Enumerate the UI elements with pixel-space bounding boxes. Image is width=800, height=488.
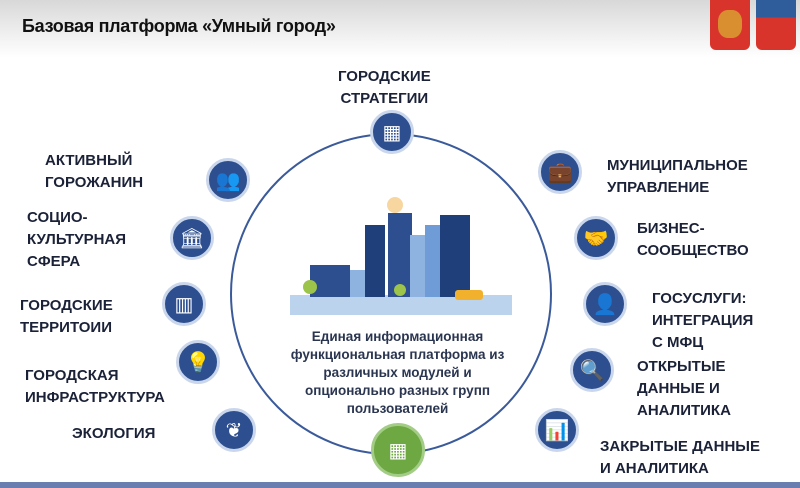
briefcase-icon[interactable]: 💼 [538,150,582,194]
bottom-bar [0,482,800,488]
header [0,0,800,58]
page-title: Базовая платформа «Умный город» [22,16,336,36]
label-open-data: ОТКРЫТЫЕ ДАННЫЕ И АНАЛИТИКА [637,358,731,419]
citizens-icon[interactable]: 👥 [206,158,250,202]
data-search-icon[interactable]: 🔍 [570,348,614,392]
label-infrastructure: ГОРОДСКАЯ ИНФРАСТРУКТУРА [25,367,165,406]
center-description: Единая информационная функциональная пла… [290,329,505,416]
museum-icon[interactable]: 🏛 [170,216,214,260]
label-business: БИЗНЕС- СООБЩЕСТВО [637,220,749,259]
label-municipal: МУНИЦИПАЛЬНОЕ УПРАВЛЕНИЕ [607,157,748,196]
label-sociocultural: СОЦИО- КУЛЬТУРНАЯ СФЕРА [27,209,127,270]
label-territories: ГОРОДСКИЕ ТЕРРИТОИИ [20,297,113,336]
label-gosuslugi: ГОСУСЛУГИ: ИНТЕГРАЦИЯ С МФЦ [652,290,754,351]
green-city-icon[interactable]: ▦ [371,423,425,477]
leaf-hand-icon[interactable]: ❦ [212,408,256,452]
city-strategy-icon[interactable]: ▦ [370,110,414,154]
city-coat-of-arms-logo [756,0,796,50]
label-city-strategies: ГОРОДСКИЕ СТРАТЕГИИ [338,68,431,107]
label-ecology: ЭКОЛОГИЯ [72,425,156,442]
label-closed-data: ЗАКРЫТЫЕ ДАННЫЕ И АНАЛИТИКА [600,438,760,477]
buildings-icon[interactable]: ▥ [162,282,206,326]
handshake-icon[interactable]: 🤝 [574,216,618,260]
service-person-icon[interactable]: 👤 [583,282,627,326]
lightbulb-icon[interactable]: 💡 [176,340,220,384]
label-active-citizen: АКТИВНЫЙ ГОРОЖАНИН [45,152,144,191]
chart-icon[interactable]: 📊 [535,408,579,452]
city-illustration [290,197,512,315]
russia-coat-of-arms-logo [710,0,750,50]
